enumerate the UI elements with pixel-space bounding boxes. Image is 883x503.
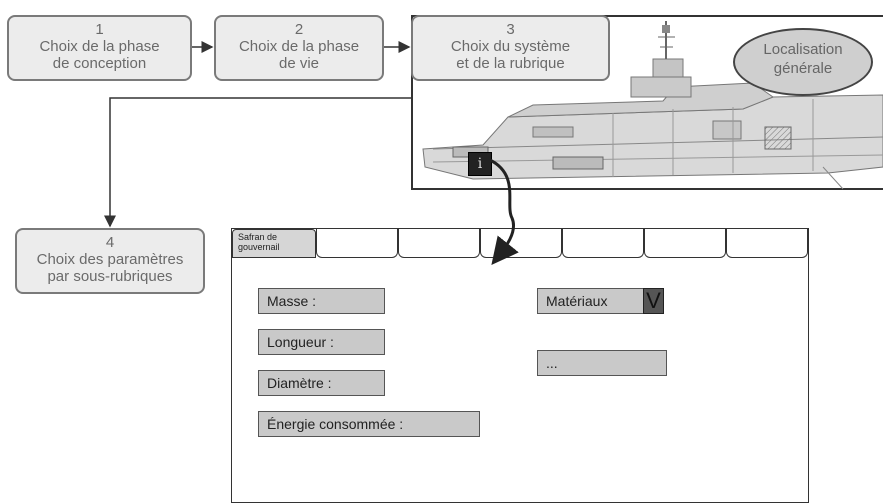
step-3-number: 3 [506, 21, 515, 38]
step-4-box: 4 Choix des paramètres par sous-rubrique… [15, 228, 205, 294]
localisation-line2: générale [773, 60, 833, 77]
step-2-box: 2 Choix de la phase de vie [214, 15, 384, 81]
parameters-form-panel: Safran de gouvernail Masse : Longueur : … [231, 228, 809, 503]
diametre-field[interactable]: Diamètre : [258, 370, 385, 396]
arrow-3-to-4 [104, 97, 411, 228]
step-1-line1: Choix de la phase [39, 38, 160, 55]
step-2-line1: Choix de la phase [238, 38, 360, 55]
step-1-line2: de conception [52, 55, 147, 72]
materiaux-dropdown-button[interactable]: V [643, 288, 664, 314]
tab-safran-de-gouvernail[interactable]: Safran de gouvernail [232, 229, 316, 258]
localisation-generale-button[interactable]: Localisation générale [733, 28, 873, 96]
step-1-box: 1 Choix de la phase de conception [7, 15, 192, 81]
tab-7[interactable] [726, 229, 808, 258]
step-4-line1: Choix des paramètres [36, 251, 184, 268]
tab-2[interactable] [316, 229, 398, 258]
other-parameters-field[interactable]: ... [537, 350, 667, 376]
info-icon[interactable]: i [468, 152, 492, 176]
tab-label-line2: gouvernail [238, 242, 280, 252]
longueur-field[interactable]: Longueur : [258, 329, 385, 355]
materiaux-select[interactable]: Matériaux [537, 288, 645, 314]
step-1-number: 1 [95, 21, 104, 38]
tab-bar: Safran de gouvernail [232, 229, 808, 259]
tab-label-line1: Safran de [238, 232, 278, 242]
tab-3[interactable] [398, 229, 480, 258]
tab-6[interactable] [644, 229, 726, 258]
tab-4[interactable] [480, 229, 562, 258]
step-3-box: 3 Choix du système et de la rubrique [411, 15, 610, 81]
ship-drawing [422, 21, 883, 190]
step-2-number: 2 [294, 21, 304, 38]
step-2-line2: de vie [278, 55, 320, 72]
energie-consommee-field[interactable]: Énergie consommée : [258, 411, 480, 437]
step-3-line1: Choix du système [450, 38, 571, 55]
step-4-number: 4 [105, 234, 115, 251]
localisation-line1: Localisation [763, 41, 843, 58]
step-4-line2: par sous-rubriques [47, 268, 173, 285]
step-3-line2: et de la rubrique [456, 55, 565, 72]
tab-5[interactable] [562, 229, 644, 258]
masse-field[interactable]: Masse : [258, 288, 385, 314]
